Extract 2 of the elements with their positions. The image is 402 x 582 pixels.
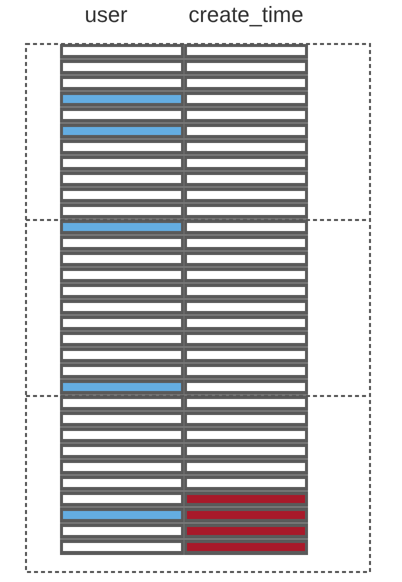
column-header: create_time <box>188 2 304 28</box>
column-header: user <box>84 2 128 28</box>
